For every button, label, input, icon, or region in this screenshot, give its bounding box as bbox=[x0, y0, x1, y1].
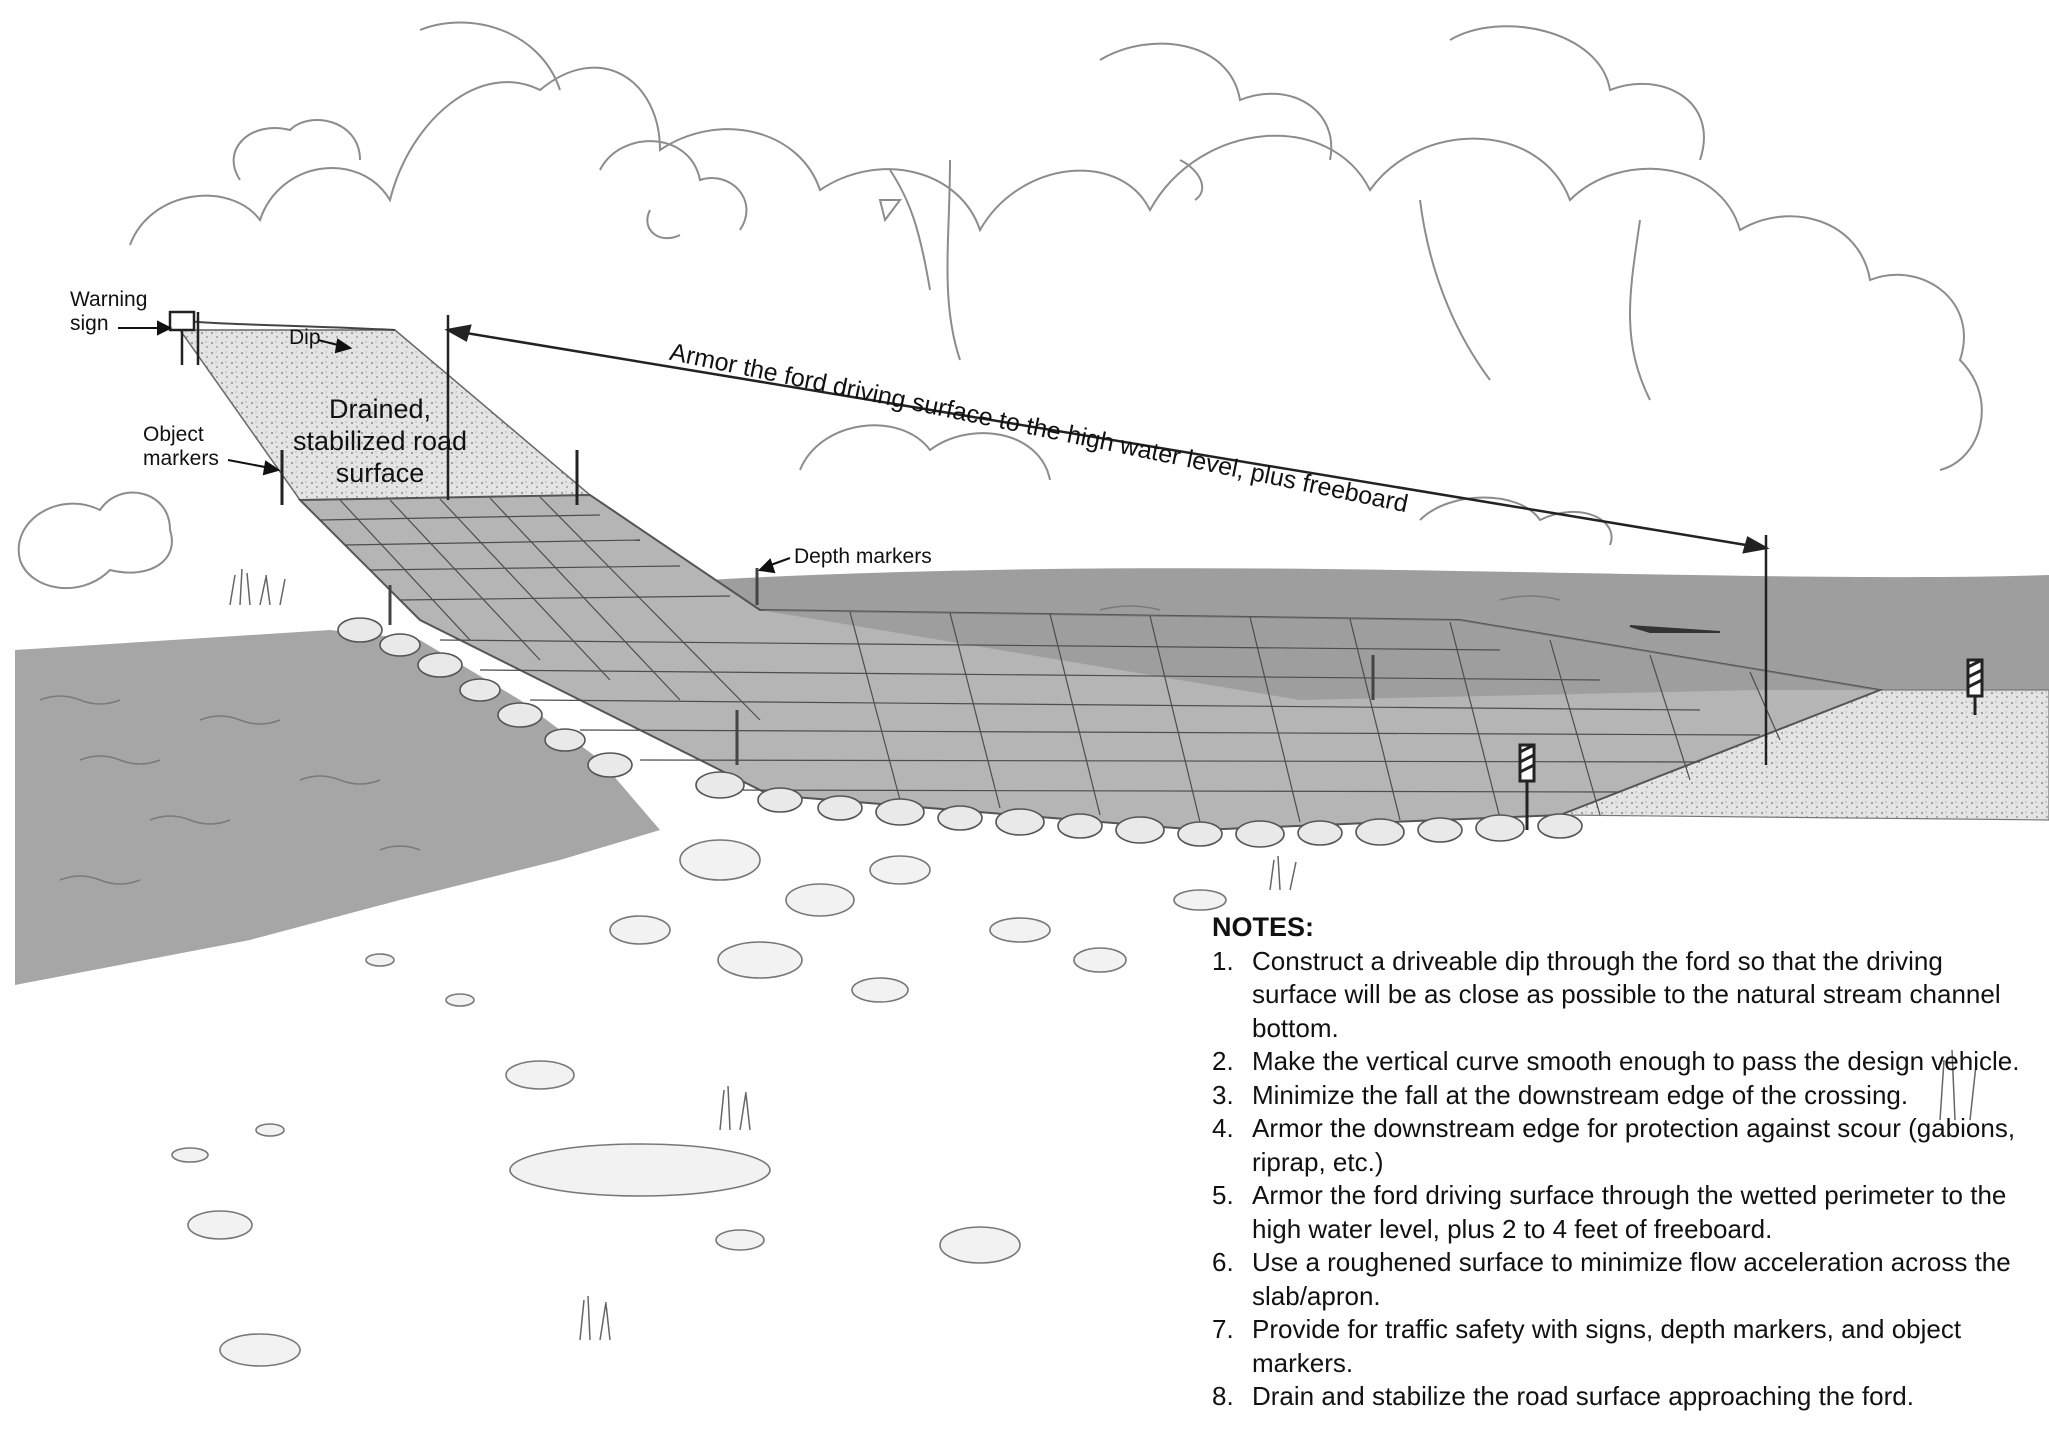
note-item: 7. Provide for traffic safety with signs,… bbox=[1212, 1313, 2032, 1380]
note-item: 4. Armor the downstream edge for protecti… bbox=[1212, 1112, 2032, 1179]
note-item: 8. Drain and stabilize the road surface a… bbox=[1212, 1380, 2032, 1414]
note-text: Use a roughened surface to minimize flow… bbox=[1252, 1247, 2011, 1311]
ford-grid bbox=[319, 496, 1781, 823]
label-leaders bbox=[118, 320, 791, 574]
note-text: Drain and stabilize the road surface app… bbox=[1252, 1381, 1914, 1411]
depth-marker-posts bbox=[388, 568, 1375, 765]
striped-object-markers bbox=[1518, 658, 1984, 830]
dip-outline bbox=[174, 319, 396, 331]
warning-sign-post bbox=[168, 310, 200, 365]
note-number: 1. bbox=[1212, 945, 1234, 976]
note-item: 5. Armor the ford driving surface through… bbox=[1212, 1179, 2032, 1246]
note-number: 7. bbox=[1212, 1314, 1234, 1344]
note-text: Provide for traffic safety with signs, d… bbox=[1252, 1314, 1962, 1378]
background-trees bbox=[17, 21, 1983, 590]
dip-label: Dip bbox=[289, 326, 321, 349]
note-item: 2. Make the vertical curve smooth enough … bbox=[1212, 1045, 2032, 1079]
note-number: 2. bbox=[1212, 1046, 1234, 1076]
note-number: 3. bbox=[1212, 1079, 1234, 1110]
note-item: 6. Use a roughened surface to minimize fl… bbox=[1212, 1246, 2032, 1313]
riprap-downstream-edge bbox=[337, 617, 1583, 848]
note-text: Minimize the fall at the downstream edge… bbox=[1252, 1079, 1909, 1110]
object-marker-posts bbox=[280, 450, 579, 505]
note-text: Armor the ford driving surface through t… bbox=[1252, 1180, 2007, 1244]
note-item: 3. Minimize the fall at the downstream ed… bbox=[1212, 1079, 2032, 1113]
road-surface-label: Drained, stabilized road surface bbox=[292, 394, 468, 488]
object-markers-label: Object markers bbox=[143, 423, 219, 470]
ford-surface-far bbox=[760, 610, 1880, 700]
note-number: 4. bbox=[1212, 1113, 1234, 1143]
note-item: 1. Construct a driveable dip through the … bbox=[1212, 945, 2032, 1046]
notes-block: NOTES: 1. Construct a driveable dip throu… bbox=[1212, 911, 2032, 1414]
high-water-arrow bbox=[444, 315, 1770, 765]
depth-markers-label: Depth markers bbox=[794, 545, 932, 568]
note-text: Construct a driveable dip through the fo… bbox=[1252, 945, 2001, 1043]
note-text: Armor the downstream edge for protection… bbox=[1252, 1113, 2016, 1177]
note-number: 8. bbox=[1212, 1381, 1234, 1411]
water-ripples bbox=[39, 595, 1561, 885]
foreground-rocks bbox=[171, 839, 1227, 1367]
note-number: 6. bbox=[1212, 1247, 1234, 1277]
warning-sign-label: Warning sign bbox=[70, 288, 148, 335]
notes-title: NOTES: bbox=[1212, 912, 1315, 942]
grass-tufts bbox=[229, 568, 1977, 1341]
notes-list: 1. Construct a driveable dip through the … bbox=[1212, 945, 2032, 1414]
note-number: 5. bbox=[1212, 1180, 1234, 1210]
note-text: Make the vertical curve smooth enough to… bbox=[1252, 1046, 2020, 1076]
